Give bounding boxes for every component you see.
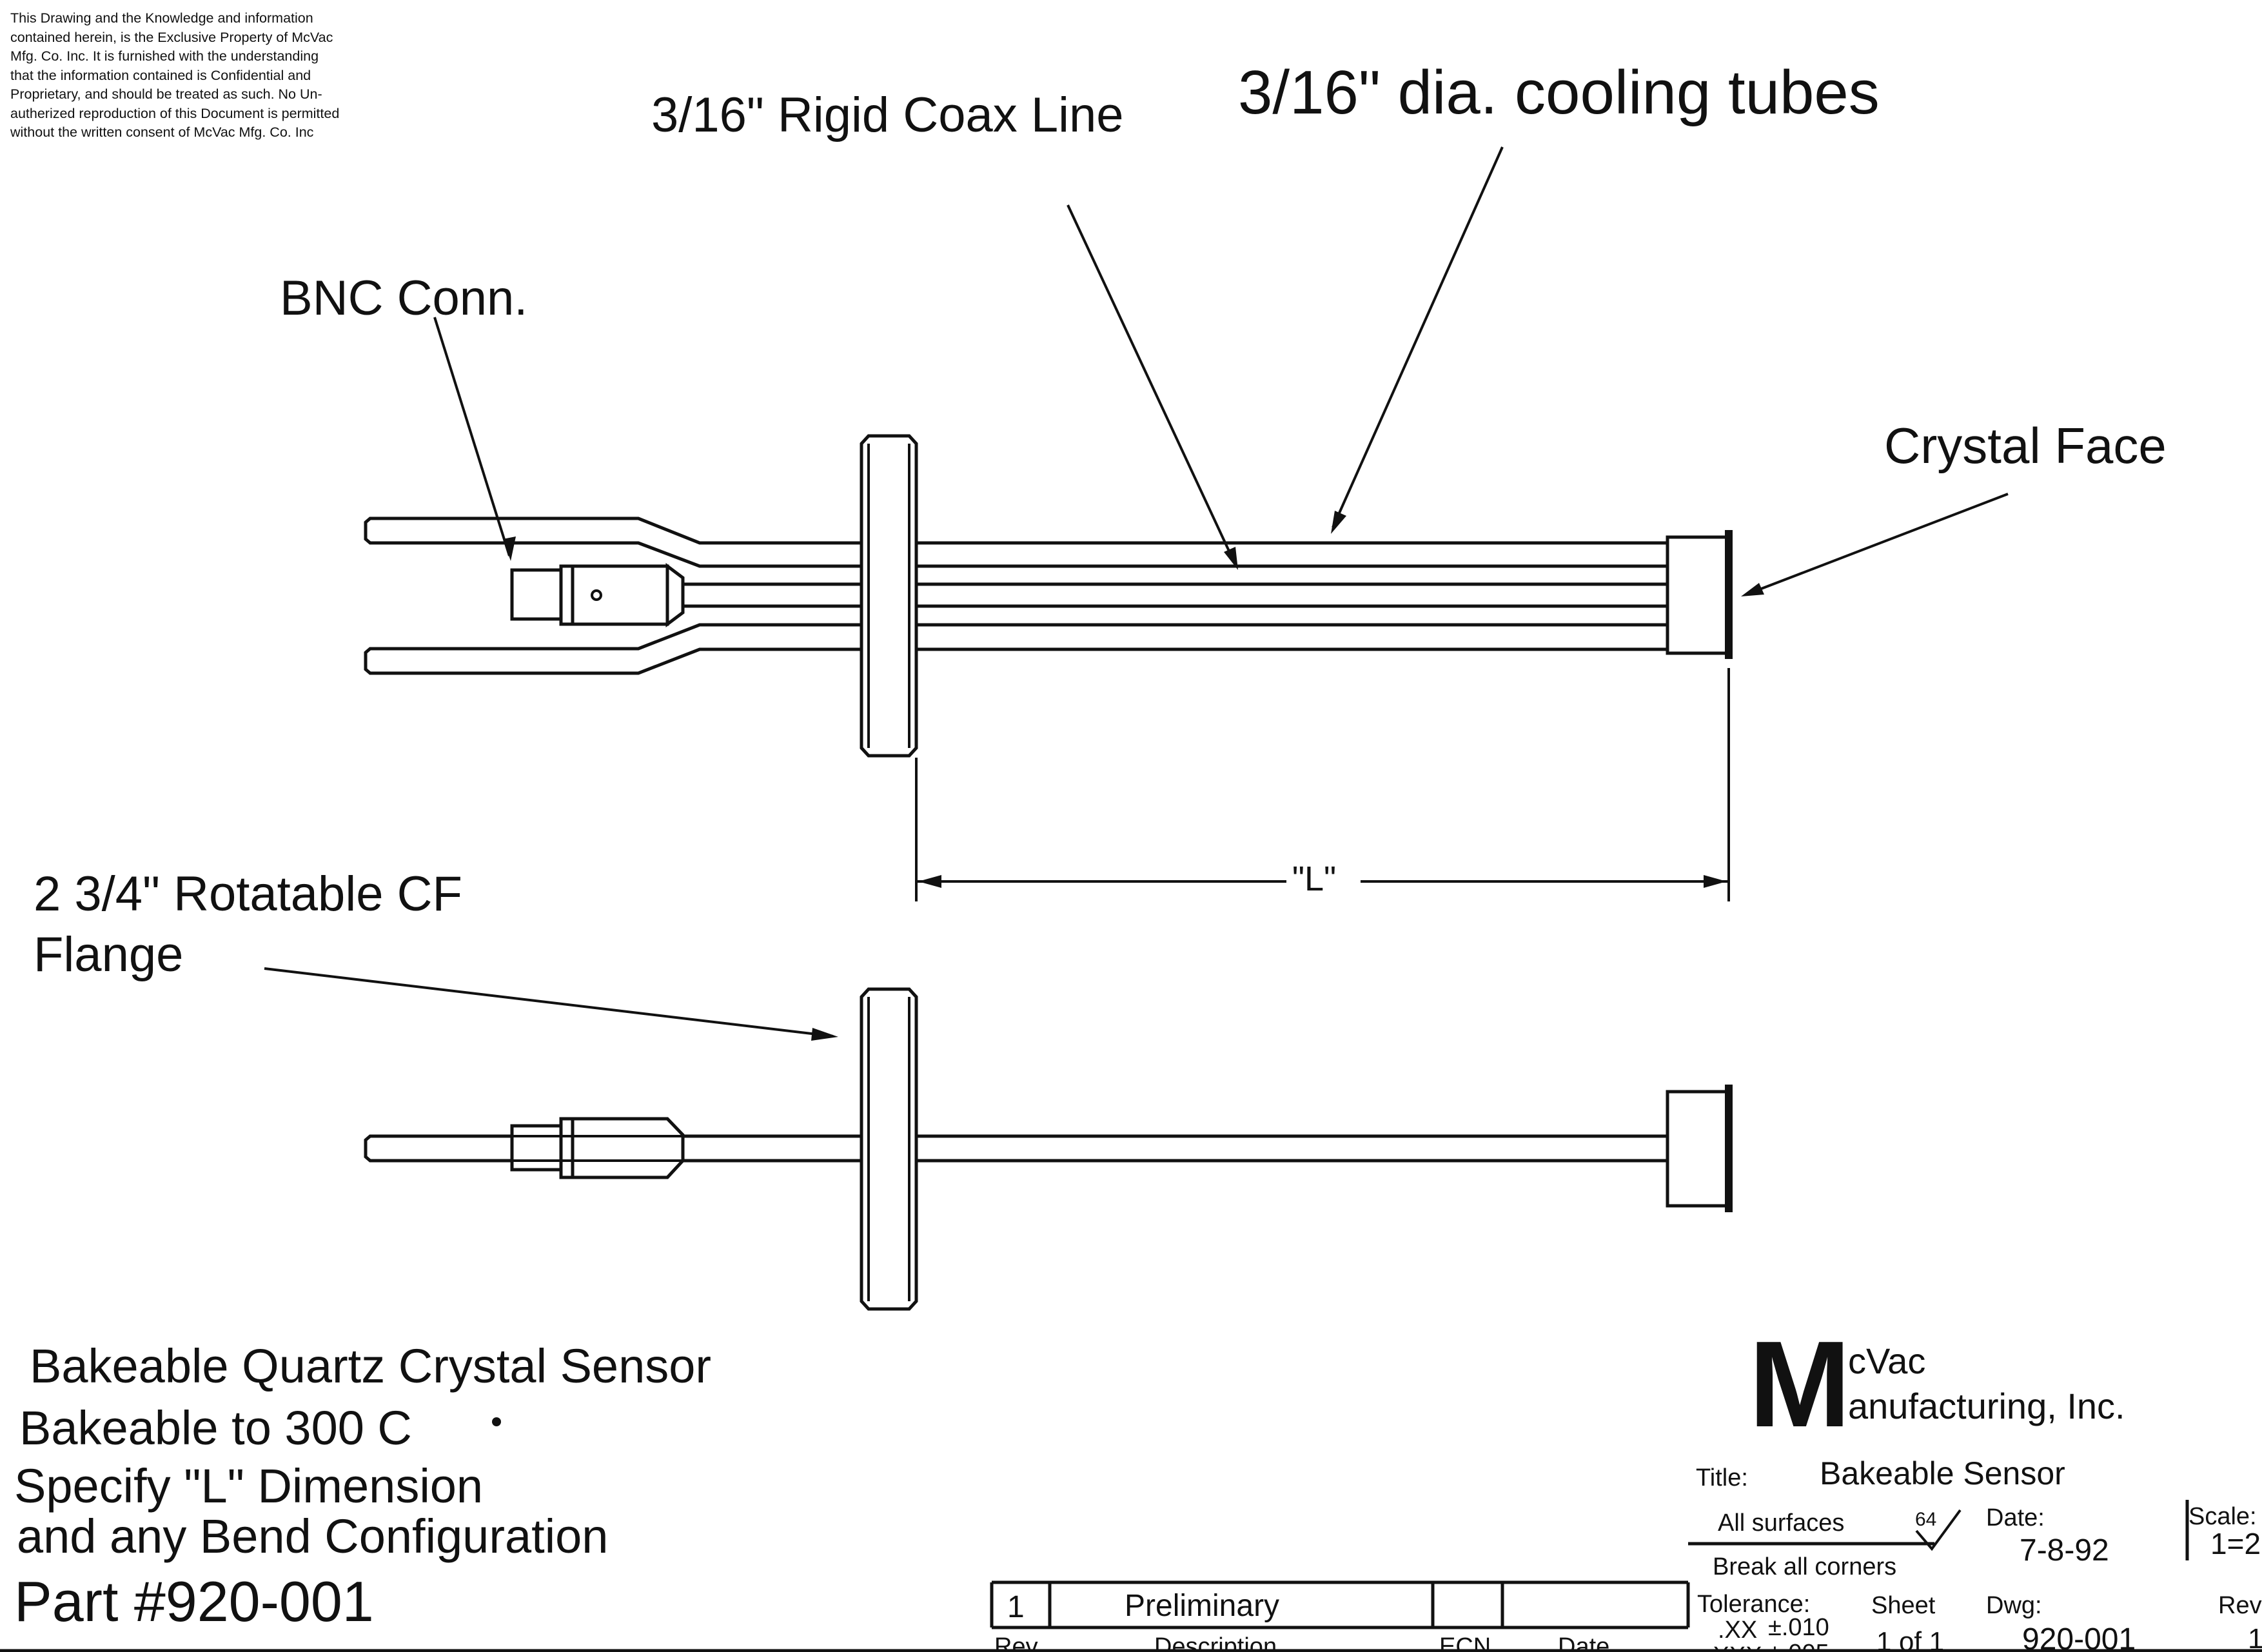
leader-coax-arrow — [1224, 547, 1238, 570]
company-logo: M cVac anufacturing, Inc. — [1749, 1316, 2125, 1453]
leader-cooling-tubes — [1332, 146, 1504, 528]
sensor-head-top — [1666, 530, 1733, 659]
flange-body — [860, 434, 918, 758]
tolerance-xxx-value: ±.005 — [1768, 1640, 1829, 1652]
bnc-taper — [665, 563, 685, 627]
side-view — [364, 987, 1733, 1311]
leader-flange — [264, 967, 834, 1037]
dwg-value: 920-001 — [2022, 1622, 2136, 1652]
flange-label-line2: Flange — [34, 927, 183, 982]
length-dimension-label: "L" — [1292, 860, 1336, 898]
cf-flange-side — [860, 987, 918, 1311]
rev-value: 1 — [2248, 1623, 2262, 1652]
finish-all-surfaces: All surfaces — [1718, 1509, 1844, 1537]
disclaimer-line: This Drawing and the Knowledge and infor… — [10, 10, 313, 26]
bnc-connector — [510, 563, 685, 627]
disclaimer-line: that the information contained is Confid… — [10, 67, 311, 83]
flange-side-body — [860, 987, 918, 1311]
flange-label-line1: 2 3/4" Rotatable CF — [34, 867, 462, 921]
top-view — [364, 434, 1733, 758]
disclaimer-line: Proprietary, and should be treated as su… — [10, 86, 322, 102]
degree-mark — [492, 1417, 501, 1426]
bnc-conn-label: BNC Conn. — [280, 271, 527, 326]
sensor-head-side-body — [1666, 1090, 1731, 1208]
dimension-arrow-left — [918, 875, 941, 888]
logo-line2: anufacturing, Inc. — [1848, 1386, 2125, 1426]
sheet-label: Sheet — [1871, 1592, 1936, 1619]
note-specify-length: Specify "L" Dimension — [14, 1459, 483, 1513]
length-dimension: "L" — [915, 668, 1730, 901]
logo-letter-m: M — [1749, 1316, 1851, 1453]
dimension-arrow-right — [1704, 875, 1727, 888]
note-bend-config: and any Bend Configuration — [17, 1509, 608, 1563]
callout-leaders — [264, 146, 2009, 1041]
bnc-tip — [510, 568, 563, 621]
coax-line-label: 3/16" Rigid Coax Line — [651, 88, 1124, 143]
disclaimer-line: autherized reproduction of this Document… — [10, 105, 340, 121]
dwg-label: Dwg: — [1986, 1592, 2042, 1619]
note-bake-temp: Bakeable to 300 C — [19, 1401, 412, 1455]
date-value: 7-8-92 — [2020, 1533, 2109, 1568]
revision-number: 1 — [1007, 1590, 1025, 1624]
finish-value: 64 — [1915, 1509, 1936, 1530]
disclaimer-line: Mfg. Co. Inc. It is furnished with the u… — [10, 48, 319, 64]
tolerance-xx: .XX — [1718, 1617, 1757, 1644]
logo-line1: cVac — [1848, 1341, 1925, 1381]
cooling-tube-lower — [364, 623, 861, 675]
revision-header-rev: Rev — [994, 1633, 1038, 1652]
cf-flange-top — [860, 434, 918, 758]
sensor-head-side — [1666, 1085, 1733, 1212]
date-label: Date: — [1986, 1504, 2045, 1531]
bnc-body — [559, 564, 669, 626]
tube-bundle — [916, 541, 1667, 651]
callout-labels: 3/16" Rigid Coax Line 3/16" dia. cooling… — [34, 58, 2167, 982]
leader-coax — [1067, 204, 1237, 565]
revision-description: Preliminary — [1125, 1589, 1279, 1623]
tolerance-xx-value: ±.010 — [1768, 1614, 1829, 1641]
leader-bnc-arrow — [503, 536, 516, 561]
leader-cooling-tubes-arrow — [1331, 511, 1346, 534]
bnc-bayonet-pin — [591, 589, 602, 601]
disclaimer-line: contained herein, is the Exclusive Prope… — [10, 29, 333, 45]
revision-header-ecn: ECN — [1439, 1633, 1491, 1652]
surface-finish-symbol — [1915, 1509, 1962, 1551]
sensor-head-body — [1666, 535, 1731, 655]
cooling-tubes-label: 3/16" dia. cooling tubes — [1238, 58, 1880, 127]
title-block: Title: Bakeable Sensor All surfaces 64 D… — [1688, 1455, 2262, 1652]
tolerance-label: Tolerance: — [1697, 1591, 1810, 1618]
sheet-value: 1 of 1 — [1876, 1626, 1944, 1652]
disclaimer-notice: This Drawing and the Knowledge and infor… — [10, 9, 410, 143]
disclaimer-line: without the written consent of McVac Mfg… — [10, 124, 314, 140]
scale-label: Scale: — [2188, 1503, 2257, 1530]
cooling-tube-upper — [364, 516, 861, 568]
crystal-face-label: Crystal Face — [1884, 417, 2167, 474]
side-tube-rear — [364, 1134, 861, 1163]
title-label: Title: — [1696, 1464, 1748, 1491]
leader-crystal-face-arrow — [1741, 583, 1764, 596]
revision-table: 1 Preliminary Rev Description ECN Date — [0, 1580, 2262, 1652]
leader-crystal-face — [1746, 493, 2009, 596]
bnc-connector-side — [510, 1117, 685, 1179]
part-number: Part #920-001 — [14, 1569, 374, 1633]
rev-label: Rev — [2218, 1592, 2262, 1619]
break-corners: Break all corners — [1713, 1553, 1896, 1580]
leader-bnc — [433, 317, 511, 556]
scale-value: 1=2 — [2210, 1527, 2261, 1560]
revision-header-description: Description — [1154, 1633, 1277, 1652]
revision-header-date: Date — [1558, 1633, 1609, 1652]
drawing-notes: Bakeable Quartz Crystal Sensor Bakeable … — [14, 1339, 711, 1633]
note-sensor-name: Bakeable Quartz Crystal Sensor — [30, 1339, 711, 1393]
leader-flange-arrow — [811, 1028, 838, 1041]
bnc-side-body — [559, 1117, 685, 1179]
bnc-side-tip — [510, 1124, 563, 1172]
title-value: Bakeable Sensor — [1820, 1455, 2065, 1491]
